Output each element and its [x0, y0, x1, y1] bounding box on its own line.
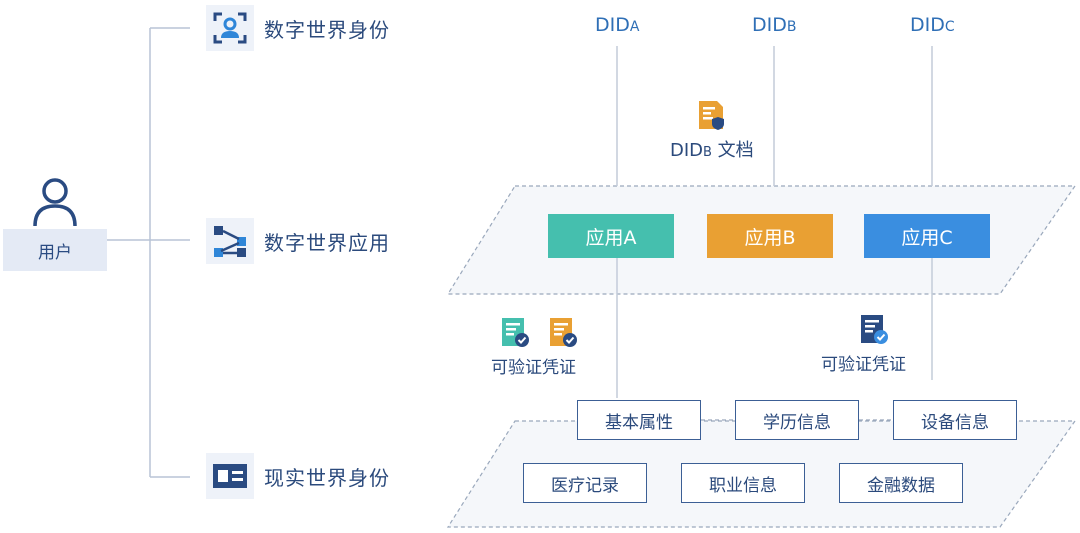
data-box-basic-attributes: 基本属性 — [577, 400, 701, 440]
did-a-label: DIDA — [595, 14, 640, 36]
did-document-label: DIDB 文档 — [670, 140, 754, 161]
data-box-occupation: 职业信息 — [681, 463, 805, 503]
user-label: 用户 — [3, 229, 107, 271]
verified-doc-icon-teal — [500, 316, 530, 352]
category-digital-identity: 数字世界身份 — [206, 5, 390, 51]
app-b-box: 应用B — [707, 214, 833, 258]
data-box-device: 设备信息 — [893, 400, 1017, 440]
category-real-identity: 现实世界身份 — [206, 453, 390, 499]
app-a-box: 应用A — [548, 214, 674, 258]
user-icon — [30, 176, 80, 228]
data-box-medical: 医疗记录 — [523, 463, 647, 503]
category-digital-application: 数字世界应用 — [206, 218, 390, 264]
verified-doc-icon-blue — [859, 313, 889, 349]
face-scan-icon — [206, 5, 254, 51]
id-card-icon — [206, 453, 254, 499]
document-shield-icon — [697, 99, 727, 135]
network-nodes-icon — [206, 218, 254, 264]
data-box-education: 学历信息 — [735, 400, 859, 440]
credential-label-right: 可验证凭证 — [821, 355, 906, 375]
category-label: 现实世界身份 — [264, 465, 390, 490]
credential-label-left: 可验证凭证 — [491, 358, 576, 378]
did-b-label: DIDB — [752, 14, 797, 36]
did-c-label: DIDC — [910, 14, 955, 36]
app-c-box: 应用C — [864, 214, 990, 258]
verified-doc-icon-orange — [548, 316, 578, 352]
category-label: 数字世界身份 — [264, 17, 390, 42]
data-box-finance: 金融数据 — [839, 463, 963, 503]
category-label: 数字世界应用 — [264, 230, 390, 255]
